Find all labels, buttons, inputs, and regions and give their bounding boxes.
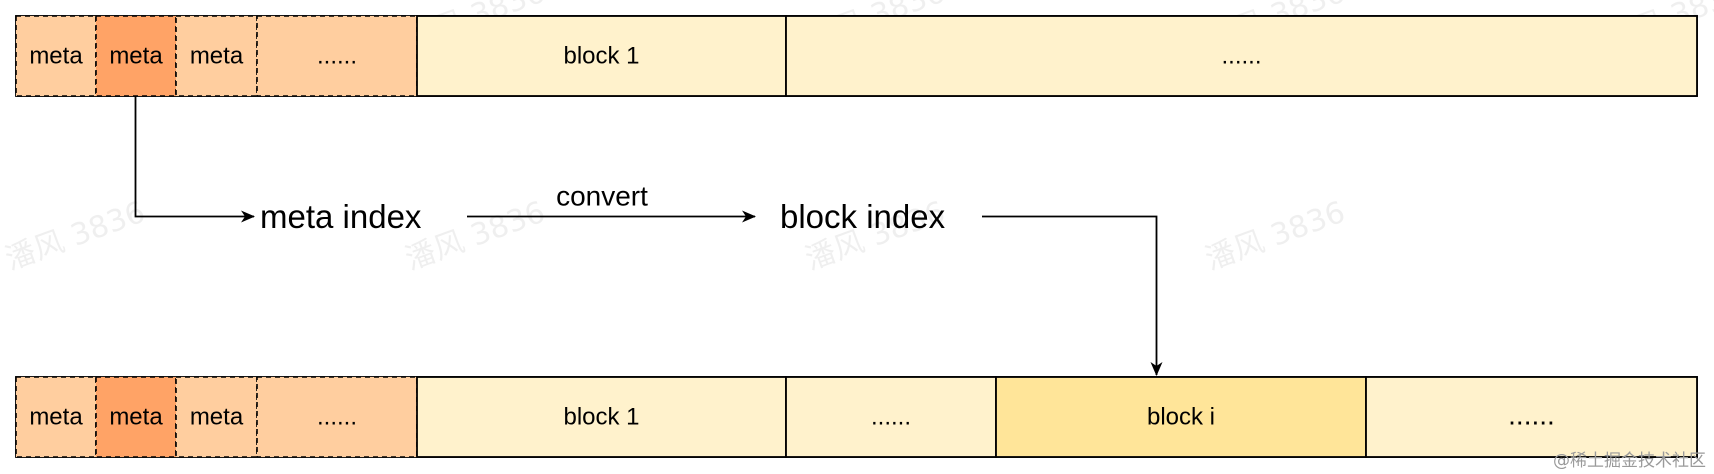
meta-to-meta-index-arrow bbox=[134, 96, 255, 223]
top-block-ellipsis-cell bbox=[785, 15, 1698, 97]
convert-label: convert bbox=[556, 181, 648, 212]
top-meta-ellipsis-cell bbox=[256, 15, 418, 97]
bottom-meta-cell-1 bbox=[15, 376, 97, 458]
top-meta-ellipsis-label: ...... bbox=[317, 43, 357, 70]
bottom-block-ellipsis-label: ...... bbox=[871, 404, 911, 431]
bottom-meta-cell-3-label: meta bbox=[190, 404, 244, 431]
bottom-meta-cell-1-label: meta bbox=[29, 404, 83, 431]
bottom-block-trailing-ellipsis-label: ...... bbox=[1508, 400, 1555, 431]
top-block-ellipsis-label: ...... bbox=[1221, 43, 1261, 70]
bottom-block-i-label: block i bbox=[1147, 404, 1215, 431]
bottom-meta-cell-3 bbox=[175, 376, 258, 458]
bottom-block-1-cell bbox=[416, 376, 787, 458]
bottom-block-i-cell-highlighted bbox=[995, 376, 1367, 458]
top-block-1-cell bbox=[416, 15, 787, 97]
top-meta-cell-2-label: meta bbox=[109, 43, 163, 70]
bottom-meta-cell-2-label: meta bbox=[109, 404, 163, 431]
top-block-1-label: block 1 bbox=[563, 43, 639, 70]
bottom-block-ellipsis-cell bbox=[785, 376, 997, 458]
meta-index-label: meta index bbox=[260, 198, 422, 235]
watermark-tile: 潘风 3836 bbox=[1201, 195, 1350, 278]
watermark-tile: 潘风 3836 bbox=[1, 195, 150, 278]
index-conversion-flow: meta index convert block index bbox=[134, 96, 1163, 376]
top-meta-cell-2-highlighted bbox=[95, 15, 177, 97]
bottom-block-trailing-ellipsis-cell bbox=[1365, 376, 1698, 458]
top-meta-cell-1-label: meta bbox=[29, 43, 83, 70]
bottom-block-1-label: block 1 bbox=[563, 404, 639, 431]
bottom-storage-row: meta meta meta ...... block 1 ...... blo… bbox=[15, 376, 1698, 458]
block-index-label: block index bbox=[780, 198, 946, 235]
top-meta-cell-3-label: meta bbox=[190, 43, 244, 70]
bottom-meta-ellipsis-label: ...... bbox=[317, 404, 357, 431]
watermark-tile: 潘风 3836 bbox=[401, 195, 550, 278]
bottom-meta-cell-2-highlighted bbox=[95, 376, 177, 458]
top-meta-cell-3 bbox=[175, 15, 258, 97]
block-index-to-block-i-arrow bbox=[982, 215, 1163, 376]
top-storage-row: meta meta meta ...... block 1 ...... bbox=[15, 15, 1698, 97]
watermark-credit: @稀土掘金技术社区 bbox=[1553, 451, 1706, 471]
